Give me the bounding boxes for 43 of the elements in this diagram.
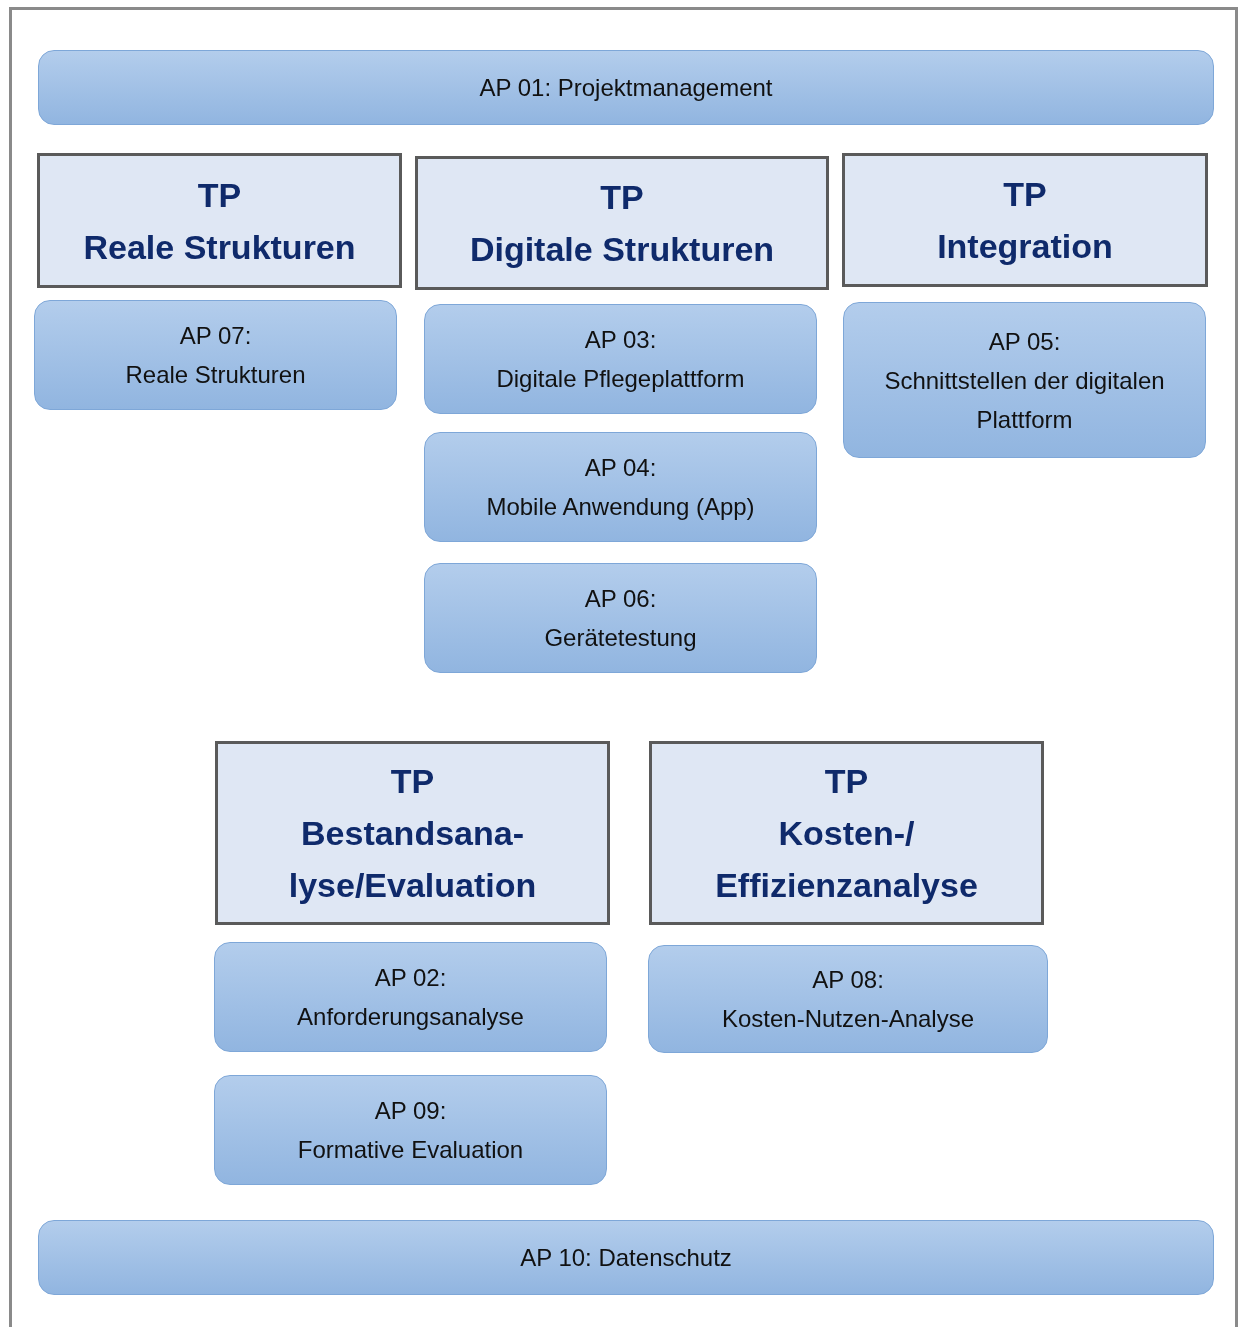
subproject-header-box <box>215 741 610 925</box>
work-package-title: Mobile Anwendung (App) <box>486 492 755 522</box>
work-package-number: AP 02: <box>374 963 447 993</box>
subproject-label: TP <box>197 174 242 216</box>
work-package-box <box>34 300 397 410</box>
work-package-title: Formative Evaluation <box>297 1135 524 1165</box>
work-package-title: Reale Strukturen <box>125 360 306 390</box>
work-package-box <box>214 942 607 1052</box>
subproject-label: TP <box>390 761 435 802</box>
work-package-box <box>38 50 1214 125</box>
subproject-header-box <box>649 741 1044 925</box>
work-package-box <box>214 1075 607 1185</box>
work-package-number: AP 03: <box>584 325 657 355</box>
subproject-label: TP <box>600 177 644 218</box>
work-package-title: Schnittstellen der digitalen Plattform <box>883 365 1166 435</box>
work-package-title: Gerätetestung <box>544 623 697 653</box>
subproject-header-box <box>842 153 1208 287</box>
work-package-number: AP 05: <box>988 326 1061 357</box>
work-package-number: AP 08: <box>812 965 884 995</box>
work-package-number: AP 09: <box>374 1096 447 1126</box>
work-package-number: AP 06: <box>584 584 657 614</box>
work-package-number: AP 07: <box>179 321 252 351</box>
work-package-title: AP 10: Datenschutz <box>520 1243 732 1273</box>
subproject-title: Digitale Strukturen <box>469 229 775 270</box>
subproject-label: TP <box>824 761 869 802</box>
subproject-header-box <box>415 156 829 290</box>
work-package-title: AP 01: Projektmanagement <box>479 73 773 103</box>
work-package-box <box>38 1220 1214 1295</box>
subproject-title: Kosten-/ Effizienzanalyse <box>714 813 979 906</box>
subproject-title: Bestandsana- lyse/Evaluation <box>287 813 538 906</box>
subproject-header-box <box>37 153 402 288</box>
work-package-box <box>648 945 1048 1053</box>
work-package-box <box>424 432 817 542</box>
work-package-box <box>843 302 1206 458</box>
subproject-label: TP <box>1003 174 1047 215</box>
work-package-title: Digitale Pflegeplattform <box>496 364 745 394</box>
work-package-number: AP 04: <box>584 453 657 483</box>
subproject-title: Integration <box>937 226 1113 267</box>
work-package-box <box>424 304 817 414</box>
work-package-title: Anforderungsanalyse <box>297 1002 524 1032</box>
subproject-title: Reale Strukturen <box>83 226 356 268</box>
work-package-title: Kosten-Nutzen-Analyse <box>721 1004 975 1034</box>
work-package-box <box>424 563 817 673</box>
